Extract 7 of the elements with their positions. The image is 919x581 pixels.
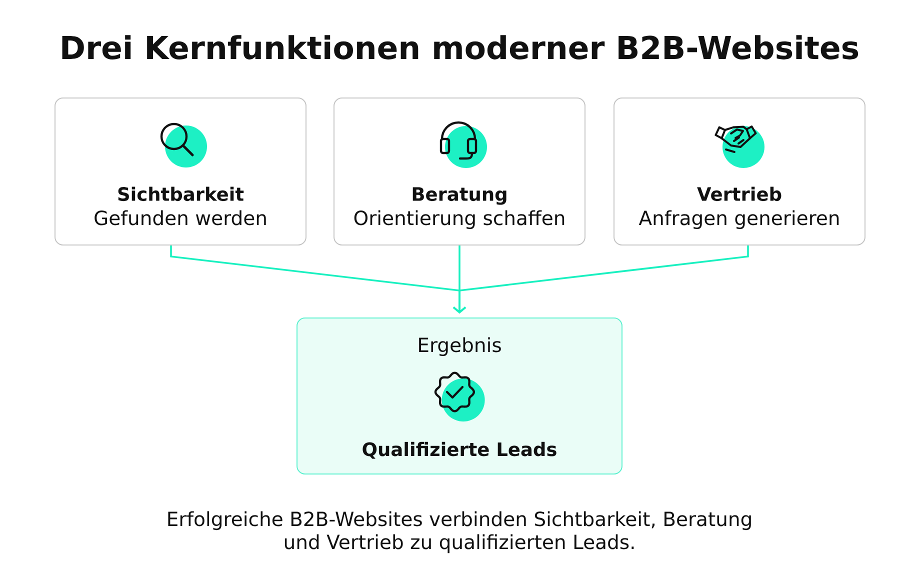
arrow [452,246,749,314]
result-box: Ergebnis Qualifizierte Leads [296,318,622,474]
caption: Erfolgreiche B2B-Websites verbinden Sichtbarkeit, Beratung und Vertrieb zu qualifizierten Leads. [168,511,751,554]
card: Sichtbarkeit Gefunden werden [54,98,306,246]
card: Vertrieb Anfragen generieren [614,98,866,246]
card: Beratung Orientierung schaffen [334,98,586,246]
title: Drei Kernfunktionen moderner B2B-Websites [62,35,858,60]
